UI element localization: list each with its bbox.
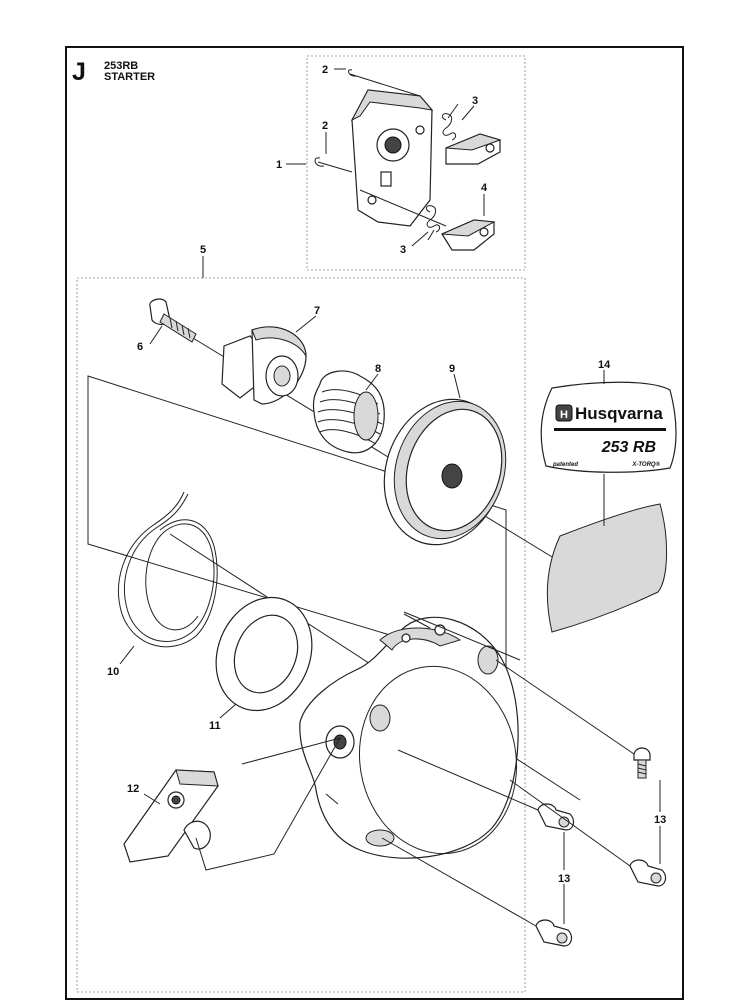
section-letter: J (72, 58, 86, 86)
section-model: 253RB (104, 60, 139, 72)
callout-1: 1 (276, 159, 282, 171)
callout-12: 12 (127, 783, 139, 795)
pawl-carrier (350, 89, 434, 227)
spring-upper (441, 103, 459, 141)
callout-13-right: 13 (654, 814, 666, 826)
starter-assembly-box (76, 277, 526, 993)
callout-2-lower: 2 (322, 120, 328, 132)
callout-13-left: 13 (558, 873, 570, 885)
pawl-upper (445, 133, 502, 165)
decal-model: 253 RB (601, 439, 656, 456)
decal-backing (546, 503, 667, 633)
circlip-lower (314, 157, 325, 167)
pawl-group-box (306, 55, 526, 271)
callout-9: 9 (449, 363, 455, 375)
callout-10: 10 (107, 666, 119, 678)
callout-5: 5 (200, 244, 206, 256)
callout-6: 6 (137, 341, 143, 353)
callout-11: 11 (209, 720, 221, 732)
section-title: STARTER (104, 71, 156, 83)
screws (535, 747, 667, 947)
callout-4: 4 (481, 182, 488, 194)
decal-brand: Husqvarna (575, 404, 663, 423)
svg-text:H: H (560, 409, 568, 421)
decal-note-left: patented (552, 462, 578, 468)
callout-14: 14 (598, 359, 611, 371)
recoil-spring (118, 491, 218, 648)
callout-3-upper: 3 (472, 95, 478, 107)
decal-note-right: X-TORQ® (631, 461, 660, 468)
washer (215, 596, 313, 712)
recoil-spring-coil (312, 370, 385, 454)
diagram-frame (65, 46, 684, 1000)
decal: H Husqvarna 253 RB patented X-TORQ® (540, 381, 677, 473)
pawl-lower (441, 219, 496, 251)
callout-8: 8 (375, 363, 381, 375)
starter-handle (123, 769, 219, 863)
callout-3-lower: 3 (400, 244, 406, 256)
callout-2-upper: 2 (322, 64, 328, 76)
starter-housing (299, 613, 519, 859)
callout-7: 7 (314, 305, 320, 317)
spring-lower (425, 205, 441, 241)
bolt (149, 298, 197, 343)
rope-pulley (383, 398, 507, 546)
circlip-upper (348, 69, 357, 77)
pulley-hub (221, 326, 307, 405)
